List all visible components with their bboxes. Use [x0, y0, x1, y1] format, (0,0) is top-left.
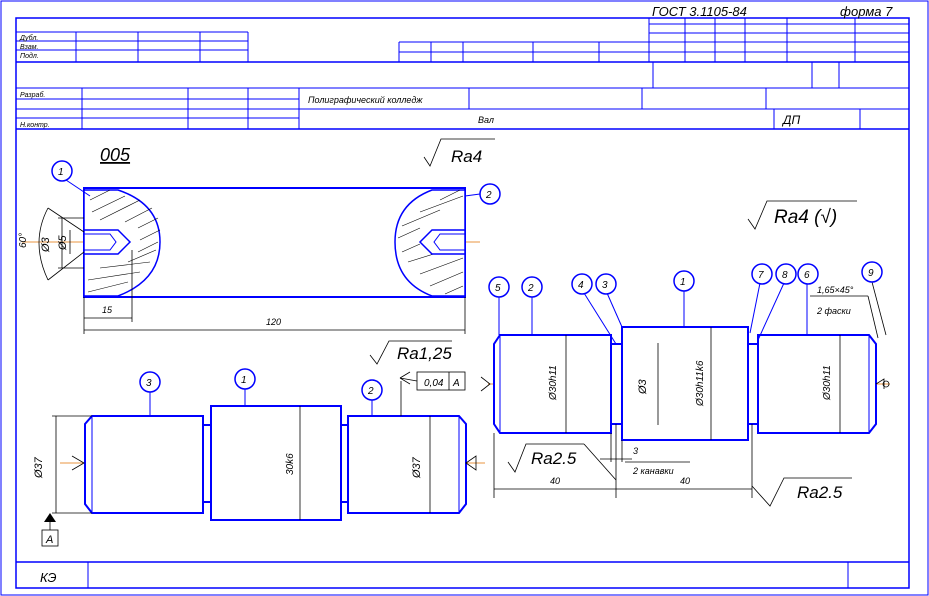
dim-chamfers: 2 фаски — [816, 306, 851, 316]
dim-40-a: 40 — [550, 476, 560, 486]
center-d1: Ø3 — [40, 236, 52, 253]
shaft-view-left: Ø37 30k6 Ø37 A 0,04 A 3 1 2 — [33, 368, 485, 547]
top-right-grid — [398, 18, 909, 62]
dim-right-d1: Ø30h11 — [548, 365, 559, 401]
row-dubl: Дубл. — [19, 34, 38, 42]
datum-a-box: A — [45, 534, 53, 546]
operation-number: 005 — [100, 145, 131, 165]
angle-dimension: 60° — [18, 233, 29, 248]
bubble-3-right: 3 — [602, 280, 608, 291]
bubble-2-left: 2 — [367, 386, 374, 397]
dim-right-d2: Ø30h11k6 — [695, 360, 706, 407]
bubble-2-top: 2 — [485, 190, 492, 201]
dim-right-inner: Ø3 — [637, 378, 649, 395]
dim-groove: 3 — [633, 446, 638, 456]
bubble-9-right: 9 — [868, 268, 874, 279]
dim-d37-right: Ø37 — [411, 456, 423, 479]
footer-row: КЭ — [16, 561, 909, 588]
roughness-ra125: Ra1,25 — [369, 340, 452, 365]
drawing-frame — [15, 17, 910, 589]
roughness-ra25-b: Ra2.5 — [797, 483, 843, 502]
dim-grooves: 2 канавки — [632, 466, 674, 476]
shaft-view-right: Ø30h11 Ø3 Ø30h11k6 Ø30h11 40 40 3 2 кана… — [480, 261, 890, 507]
centering-view: 60° Ø3 Ø5 15 120 1 2 — [18, 160, 501, 334]
footer-code: КЭ — [40, 570, 57, 585]
roughness-general: Ra4 (√) — [747, 200, 857, 230]
title-block: Разраб. Н.контр. Полиграфический колледж… — [16, 88, 909, 130]
bubble-1-top: 1 — [58, 167, 64, 178]
bubble-6-right: 6 — [804, 270, 810, 281]
bubble-3-left: 3 — [146, 378, 152, 389]
roughness-ra4-text: Ra4 — [451, 147, 482, 166]
part-name: Вал — [478, 115, 494, 125]
dim-40-b: 40 — [680, 476, 690, 486]
roughness-general-text: Ra4 (√) — [774, 207, 837, 228]
dim-15: 15 — [102, 305, 113, 315]
bubble-5-right: 5 — [495, 283, 501, 294]
bubble-8-right: 8 — [782, 270, 788, 281]
bubble-7-right: 7 — [758, 270, 764, 281]
gost-label: ГОСТ 3.1105-84 — [652, 4, 747, 19]
roughness-ra25-a: Ra2.5 — [531, 449, 577, 468]
dim-right-d3: Ø30h11 — [822, 365, 833, 401]
dim-chamfer: 1,65×45° — [817, 285, 854, 295]
developed-label: Разраб. — [20, 91, 45, 99]
dim-30k6: 30k6 — [285, 453, 296, 475]
form-label: форма 7 — [840, 4, 893, 19]
runout-datum: A — [452, 378, 460, 389]
row-podl: Подл. — [20, 52, 39, 60]
dim-120: 120 — [266, 317, 281, 327]
roughness-ra4: Ra4 — [423, 138, 495, 167]
document-code: ДП — [781, 113, 800, 127]
top-left-grid: Дубл. Взам. Подл. — [16, 31, 249, 62]
dim-d37-left: Ø37 — [33, 456, 45, 479]
norm-control-label: Н.контр. — [20, 122, 50, 129]
runout-value: 0,04 — [424, 378, 444, 389]
row-vzam: Взам. — [20, 44, 39, 51]
bubble-2-right: 2 — [527, 283, 534, 294]
roughness-ra125-text: Ra1,25 — [397, 344, 452, 363]
bubble-1-left: 1 — [241, 375, 247, 386]
organization-name: Полиграфический колледж — [308, 95, 423, 105]
bubble-4-right: 4 — [578, 280, 584, 291]
center-d2: Ø5 — [57, 234, 69, 251]
bubble-1-right: 1 — [680, 277, 686, 288]
